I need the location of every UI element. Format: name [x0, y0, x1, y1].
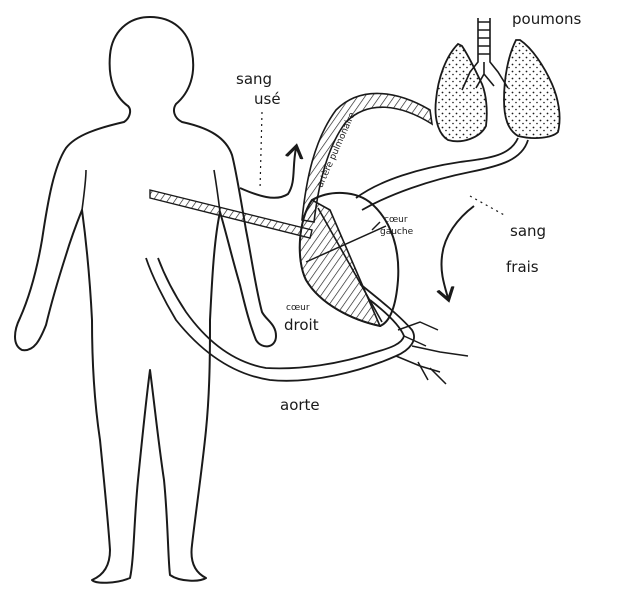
- label-coeur-droit-1: cœur: [286, 303, 310, 313]
- label-sang-use-2: usé: [254, 90, 281, 108]
- sang-frais-leader: [470, 196, 506, 216]
- label-sang-use-1: sang: [236, 70, 272, 88]
- human-body-outline: [15, 17, 276, 583]
- pulmonary-vein: [356, 138, 528, 210]
- left-lung: [436, 44, 487, 141]
- label-coeur-droit-2: droit: [284, 316, 319, 334]
- label-aorte: aorte: [280, 396, 320, 414]
- heart: [300, 193, 399, 326]
- heart-right-hatched: [300, 200, 380, 326]
- sang-use-arrow: [240, 148, 296, 198]
- right-lung: [504, 40, 560, 138]
- label-sang-frais-1: sang: [510, 222, 546, 240]
- aorta-branches: [396, 322, 468, 384]
- label-coeur-gauche-2: gauche: [380, 227, 414, 237]
- sang-use-leader: [260, 112, 262, 190]
- pulmonary-artery: [302, 93, 432, 222]
- label-coeur-gauche-1: cœur: [384, 215, 408, 225]
- vena-cava: [150, 190, 312, 238]
- label-sang-frais-2: frais: [506, 258, 539, 276]
- sang-frais-arrow: [441, 206, 474, 298]
- label-poumons: poumons: [512, 10, 582, 28]
